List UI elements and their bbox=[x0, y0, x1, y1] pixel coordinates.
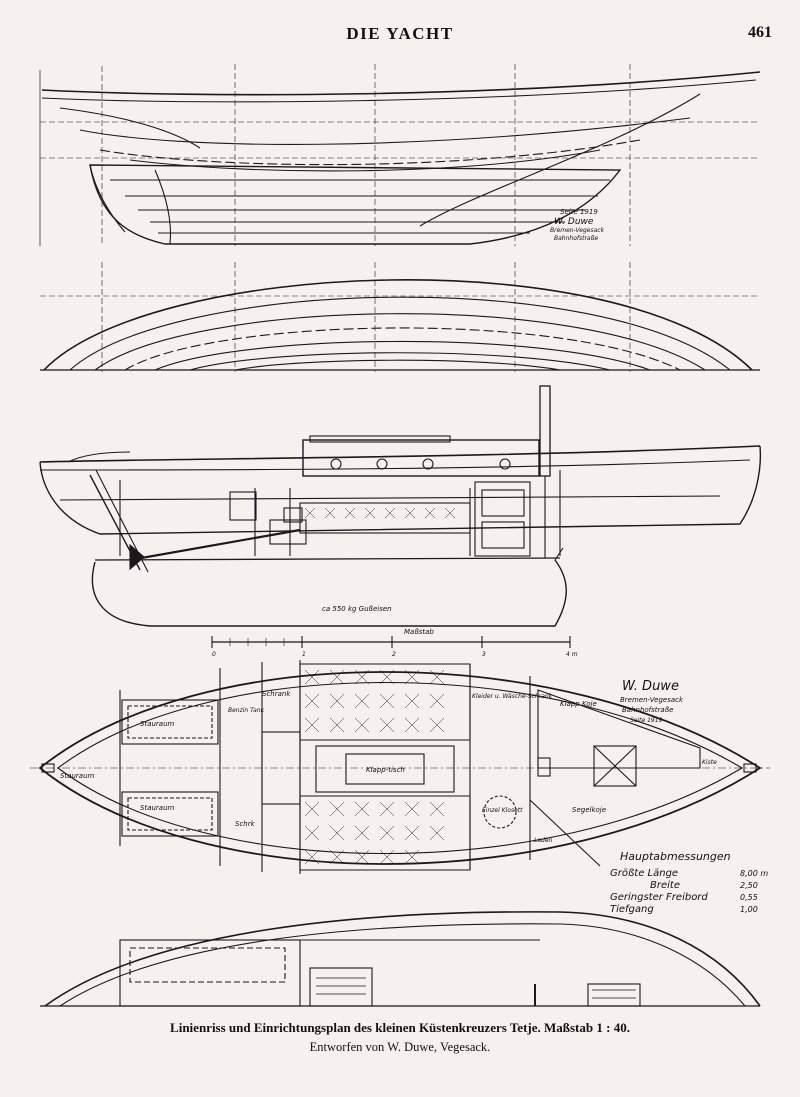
scale-mark-1: 1 bbox=[302, 651, 306, 658]
designer-block: W. Duwe Bremen-Vegesack Bahnhofstraße Se… bbox=[620, 679, 684, 724]
label-klapp-tisch: Klapp-tisch bbox=[366, 766, 405, 774]
dimension-value-0: 8,00 m bbox=[740, 869, 768, 878]
scale-mark-4: 4 m bbox=[566, 651, 578, 658]
dimension-value-2: 0,55 bbox=[740, 893, 758, 902]
accommodation-plan bbox=[30, 660, 770, 874]
figure-caption: Linienriss und Einrichtungsplan des klei… bbox=[0, 1020, 800, 1036]
caption-scale: Maßstab 1 : 40. bbox=[544, 1020, 630, 1035]
scale-mark-0: 0 bbox=[212, 651, 216, 658]
sheer-plan bbox=[39, 64, 761, 246]
svg-text:Seite 1919: Seite 1919 bbox=[630, 717, 663, 724]
svg-text:Bremen-Vegesack: Bremen-Vegesack bbox=[620, 696, 684, 704]
journal-title: DIE YACHT bbox=[346, 24, 454, 43]
label-schrank: Schrank bbox=[262, 690, 291, 698]
label-stauraum-lower: Stauraum bbox=[140, 804, 175, 812]
lines-signature: Seite 1919 W. Duwe Bremen-Vegesack Bahnh… bbox=[550, 208, 605, 242]
scale-label: Maßstab bbox=[404, 628, 434, 636]
dimension-label-0: Größte Länge bbox=[610, 868, 678, 879]
svg-text:Bahnhofstraße: Bahnhofstraße bbox=[622, 706, 673, 714]
main-dimensions-heading: Hauptabmessungen bbox=[620, 850, 731, 863]
label-stauraum: Stauraum bbox=[140, 720, 175, 728]
label-benzin-tank: Benzin Tank bbox=[228, 707, 265, 714]
dimension-label-3: Tiefgang bbox=[610, 904, 654, 915]
half-breadth-plan bbox=[40, 262, 760, 372]
label-einzel-klosett: Einzel Klosett bbox=[482, 807, 523, 814]
page-number: 461 bbox=[748, 24, 772, 41]
label-kleider-schrank: Kleider u. Wäsche-Schrank bbox=[472, 693, 553, 700]
main-dimensions-table: Hauptabmessungen Größte Länge 8,00 m Bre… bbox=[610, 850, 768, 915]
figure-credit: Entworfen von W. Duwe, Vegesack. bbox=[309, 1040, 491, 1054]
label-klapp-koje: Klapp Koje bbox=[560, 700, 597, 708]
dimension-label-1: Breite bbox=[650, 880, 680, 891]
label-segelkoje: Segelkoje bbox=[572, 806, 606, 814]
label-kiste: Kiste bbox=[702, 759, 717, 766]
svg-text:W. Duwe: W. Duwe bbox=[554, 217, 594, 227]
svg-text:Seite 1919: Seite 1919 bbox=[560, 208, 598, 216]
accommodation-labels: Stauraum Schrank Benzin Tank Stauraum Kl… bbox=[60, 690, 717, 844]
keel-weight-note: ca 550 kg Gußeisen bbox=[322, 605, 392, 613]
cabin-section bbox=[40, 911, 761, 1007]
label-schrank-lower: Schrk bbox=[235, 820, 256, 828]
scale-mark-2: 2 bbox=[392, 651, 396, 658]
svg-text:Bremen-Vegesack: Bremen-Vegesack bbox=[550, 227, 605, 234]
scale-mark-3: 3 bbox=[482, 651, 486, 658]
label-stauraum-fwd: Stauraum bbox=[60, 772, 95, 780]
svg-text:W. Duwe: W. Duwe bbox=[622, 679, 679, 694]
dimension-label-2: Geringster Freibord bbox=[610, 892, 708, 903]
dimension-value-1: 2,50 bbox=[740, 881, 758, 890]
label-laden: Laden bbox=[534, 837, 553, 844]
dimension-value-3: 1,00 bbox=[740, 905, 758, 914]
inboard-profile bbox=[39, 385, 762, 627]
svg-text:Bahnhofstraße: Bahnhofstraße bbox=[554, 235, 598, 242]
scale-bar bbox=[211, 636, 571, 648]
caption-title: Linienriss und Einrichtungsplan des klei… bbox=[170, 1020, 541, 1035]
